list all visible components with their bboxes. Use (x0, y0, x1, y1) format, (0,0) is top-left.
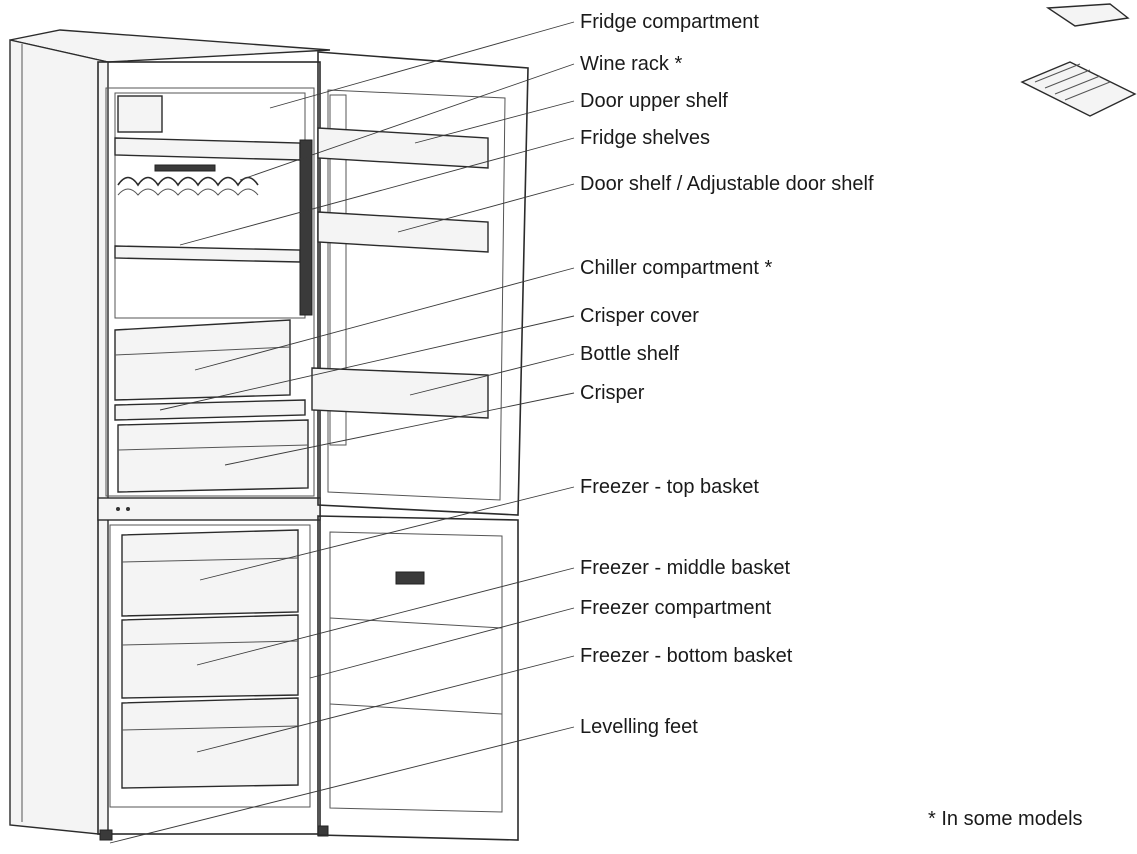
leader-13 (109, 726, 575, 844)
leader-5 (194, 267, 575, 371)
leader-0 (269, 21, 575, 109)
leader-1 (239, 63, 575, 181)
label-6: Crisper cover (580, 305, 699, 327)
leader-4 (397, 183, 575, 233)
label-13: Levelling feet (580, 716, 698, 738)
leader-6 (159, 315, 575, 411)
fridge-body (9, 29, 331, 841)
label-8: Crisper (580, 382, 645, 404)
label-12: Freezer - bottom basket (580, 645, 793, 667)
lower-door (317, 515, 519, 841)
label-10: Freezer - middle basket (580, 557, 791, 579)
leader-7 (409, 353, 575, 396)
leader-12 (196, 655, 575, 753)
leader-10 (196, 567, 575, 666)
leader-2 (414, 100, 575, 144)
footnote: * In some models (928, 808, 1083, 830)
label-4: Door shelf / Adjustable door shelf (580, 173, 874, 195)
label-2: Door upper shelf (580, 90, 728, 112)
label-9: Freezer - top basket (580, 476, 759, 498)
upper-door (299, 51, 529, 516)
label-7: Bottle shelf (580, 343, 679, 365)
leader-3 (179, 137, 575, 246)
label-1: Wine rack * (580, 53, 683, 75)
ice-tray-accessories (1020, 3, 1137, 117)
label-5: Chiller compartment * (580, 257, 773, 279)
leader-8 (224, 392, 575, 466)
label-3: Fridge shelves (580, 127, 711, 149)
label-0: Fridge compartment (580, 11, 759, 33)
leader-9 (199, 486, 575, 581)
leader-11 (309, 607, 575, 679)
label-11: Freezer compartment (580, 597, 772, 619)
leader-lines (109, 21, 575, 844)
